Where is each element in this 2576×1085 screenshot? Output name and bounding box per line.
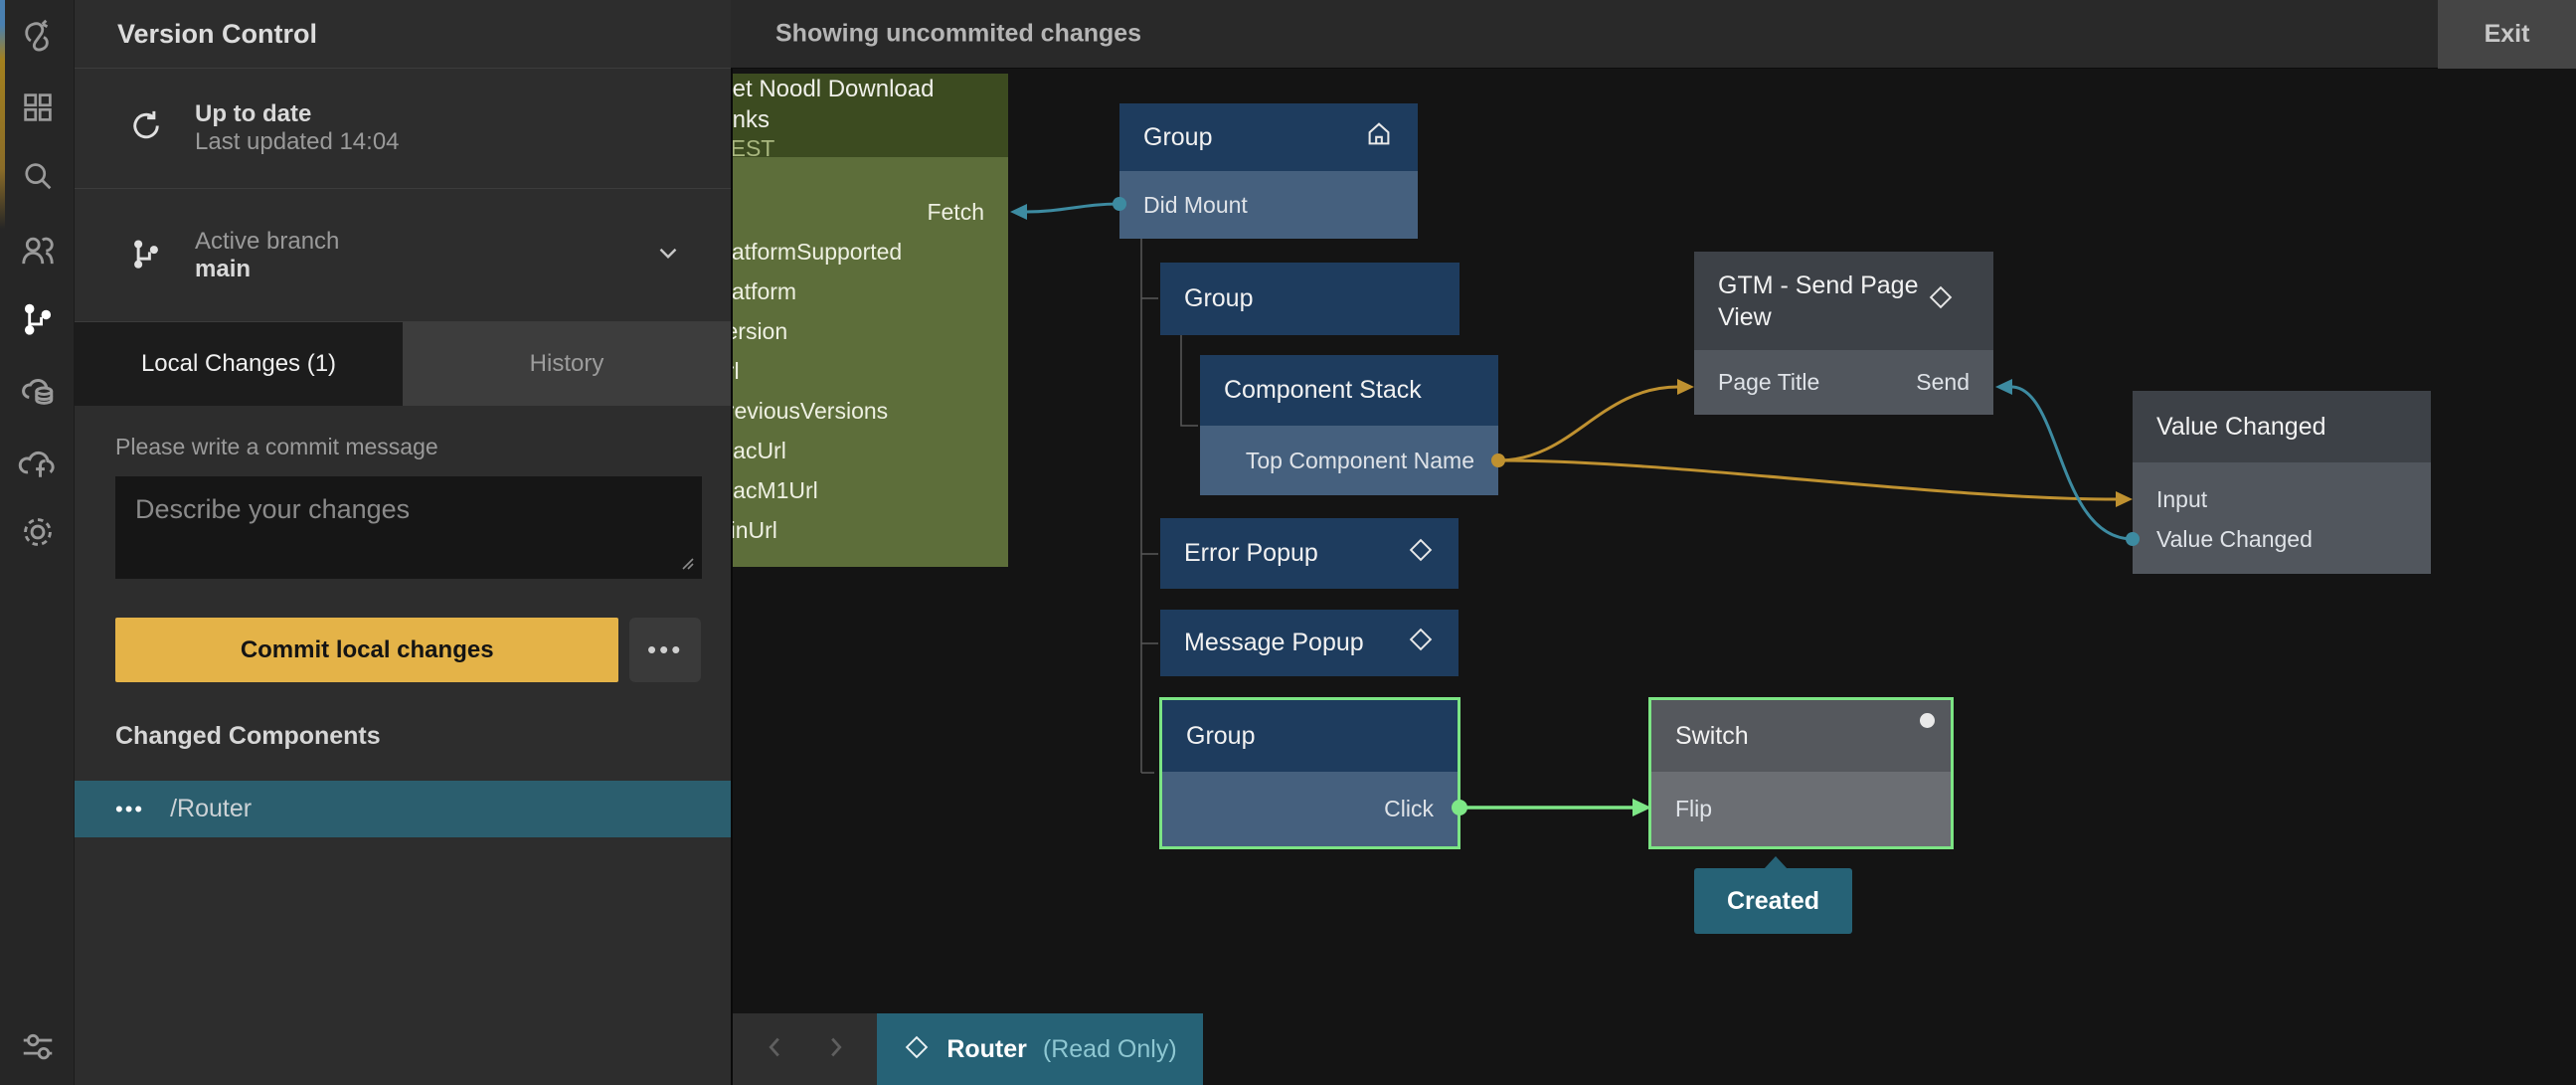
created-signal-badge: Created [1694, 856, 1852, 934]
badge-pointer [1764, 856, 1788, 869]
port-page-title[interactable]: Page Title [1718, 369, 1820, 395]
chevron-left-icon[interactable] [761, 1032, 790, 1067]
active-branch-row[interactable]: Active branch main [75, 189, 731, 322]
settings-gear-icon[interactable] [18, 512, 58, 552]
component-tab-bar: Router (Read Only) [733, 1013, 1203, 1085]
canvas-top-bar: Showing uncommited changes Exit [731, 0, 2576, 69]
commit-message-input[interactable] [115, 476, 702, 579]
node-title: Error Popup [1184, 539, 1318, 567]
component-diamond-icon [1407, 536, 1435, 571]
commit-area: Please write a commit message Commit loc… [75, 406, 731, 682]
home-icon [1364, 119, 1394, 156]
component-diamond-icon [1927, 283, 1955, 318]
node-subtitle: REST [731, 134, 775, 161]
component-dots-icon: ••• [115, 796, 145, 821]
port-macm1url[interactable]: macM1Url [733, 476, 818, 503]
version-control-panel: Version Control Up to date Last updated … [75, 0, 731, 1085]
node-title: Group [1184, 284, 1254, 312]
components-grid-icon[interactable] [18, 88, 58, 127]
chevron-down-icon[interactable] [653, 238, 683, 272]
editor-settings-sliders-icon[interactable] [18, 1026, 58, 1066]
node-group-root[interactable]: Group Did Mount [1119, 103, 1418, 239]
port-flip[interactable]: Flip [1675, 796, 1713, 821]
port-input[interactable]: Input [2156, 485, 2208, 512]
port-click[interactable]: Click [1384, 796, 1434, 821]
node-message-popup[interactable]: Message Popup [1160, 610, 1459, 676]
tab-history[interactable]: History [403, 322, 731, 406]
tab-router[interactable]: Router (Read Only) [877, 1013, 1203, 1085]
port-top-component-name[interactable]: Top Component Name [1245, 447, 1474, 473]
node-component-stack[interactable]: Component Stack Top Component Name [1200, 355, 1498, 495]
connection-indicator-dot [1920, 713, 1935, 728]
panel-title: Version Control [75, 0, 731, 69]
component-nav [733, 1013, 877, 1085]
sync-status-row[interactable]: Up to date Last updated 14:04 [75, 69, 731, 189]
hierarchy-tree-lines [1140, 239, 1198, 774]
tab-title: Router [946, 1034, 1027, 1063]
collaborators-icon[interactable] [18, 231, 58, 271]
node-error-popup[interactable]: Error Popup [1160, 518, 1459, 589]
tab-local-changes[interactable]: Local Changes (1) [75, 322, 403, 406]
node-title: Get Noodl Download Links [732, 75, 935, 133]
panel-tabs: Local Changes (1) History [75, 322, 731, 406]
port-version[interactable]: version [733, 317, 788, 344]
commit-local-changes-button[interactable]: Commit local changes [115, 618, 619, 682]
chevron-right-icon[interactable] [820, 1032, 850, 1067]
port-value-changed[interactable]: Value Changed [2156, 525, 2313, 552]
node-rest[interactable]: Get Noodl Download Links REST Fetch plat… [731, 74, 1008, 567]
changed-component-item-router[interactable]: ••• /Router [75, 781, 731, 837]
window-accent-edge [0, 0, 5, 497]
node-title: Value Changed [2156, 412, 2326, 441]
port-macurl[interactable]: macUrl [733, 437, 786, 463]
connection-wires [1010, 197, 2140, 816]
search-icon[interactable] [18, 157, 58, 197]
component-label: /Router [170, 795, 253, 822]
noodl-logo-icon[interactable] [18, 15, 58, 55]
port-platform[interactable]: platform [731, 277, 797, 304]
changed-components-heading: Changed Components [115, 722, 381, 750]
node-group-selected[interactable]: Group Click [1159, 697, 1460, 849]
node-group-child[interactable]: Group [1160, 263, 1460, 335]
node-title: Group [1186, 721, 1256, 750]
sync-last-updated: Last updated 14:04 [195, 128, 400, 155]
uncommitted-changes-status: Showing uncommited changes [775, 19, 1142, 48]
port-winurl[interactable]: winUrl [731, 516, 777, 543]
resize-grip-icon[interactable] [679, 555, 695, 576]
sync-status: Up to date [195, 100, 312, 127]
more-options-button[interactable]: ••• [629, 618, 701, 682]
version-control-branch-icon[interactable] [18, 298, 58, 338]
branch-label: Active branch [195, 227, 340, 255]
port-platformsupported[interactable]: platformSupported [731, 238, 903, 265]
node-gtm-send-page-view[interactable]: GTM - Send Page View Page Title Send [1694, 252, 1993, 415]
port-send[interactable]: Send [1916, 369, 1970, 395]
refresh-icon[interactable] [128, 108, 164, 149]
app-sidebar [0, 0, 75, 1085]
node-title: Group [1143, 122, 1213, 151]
cloud-services-icon[interactable] [18, 370, 58, 410]
component-diamond-icon [903, 1033, 931, 1066]
badge-label: Created [1726, 886, 1820, 915]
branch-name: main [195, 255, 252, 282]
node-title: GTM - Send Page View [1718, 271, 1919, 331]
port-previousversions[interactable]: previousVersions [731, 397, 889, 424]
node-title: Message Popup [1184, 629, 1364, 656]
commit-prompt: Please write a commit message [115, 434, 438, 459]
component-diamond-icon [1407, 626, 1435, 660]
node-title: Switch [1675, 721, 1749, 750]
port-fetch[interactable]: Fetch [927, 198, 984, 225]
exit-button[interactable]: Exit [2438, 0, 2576, 69]
port-did-mount[interactable]: Did Mount [1143, 191, 1248, 218]
node-switch[interactable]: Switch Flip [1648, 697, 1954, 849]
branch-icon [128, 235, 164, 275]
node-title: Component Stack [1224, 376, 1422, 404]
port-url[interactable]: url [733, 357, 740, 384]
node-graph-canvas[interactable]: Get Noodl Download Links REST Fetch plat… [731, 69, 2576, 1085]
read-only-badge: (Read Only) [1042, 1034, 1177, 1063]
node-value-changed[interactable]: Value Changed Input Value Changed [2133, 391, 2431, 574]
cloud-functions-icon[interactable] [18, 444, 58, 483]
